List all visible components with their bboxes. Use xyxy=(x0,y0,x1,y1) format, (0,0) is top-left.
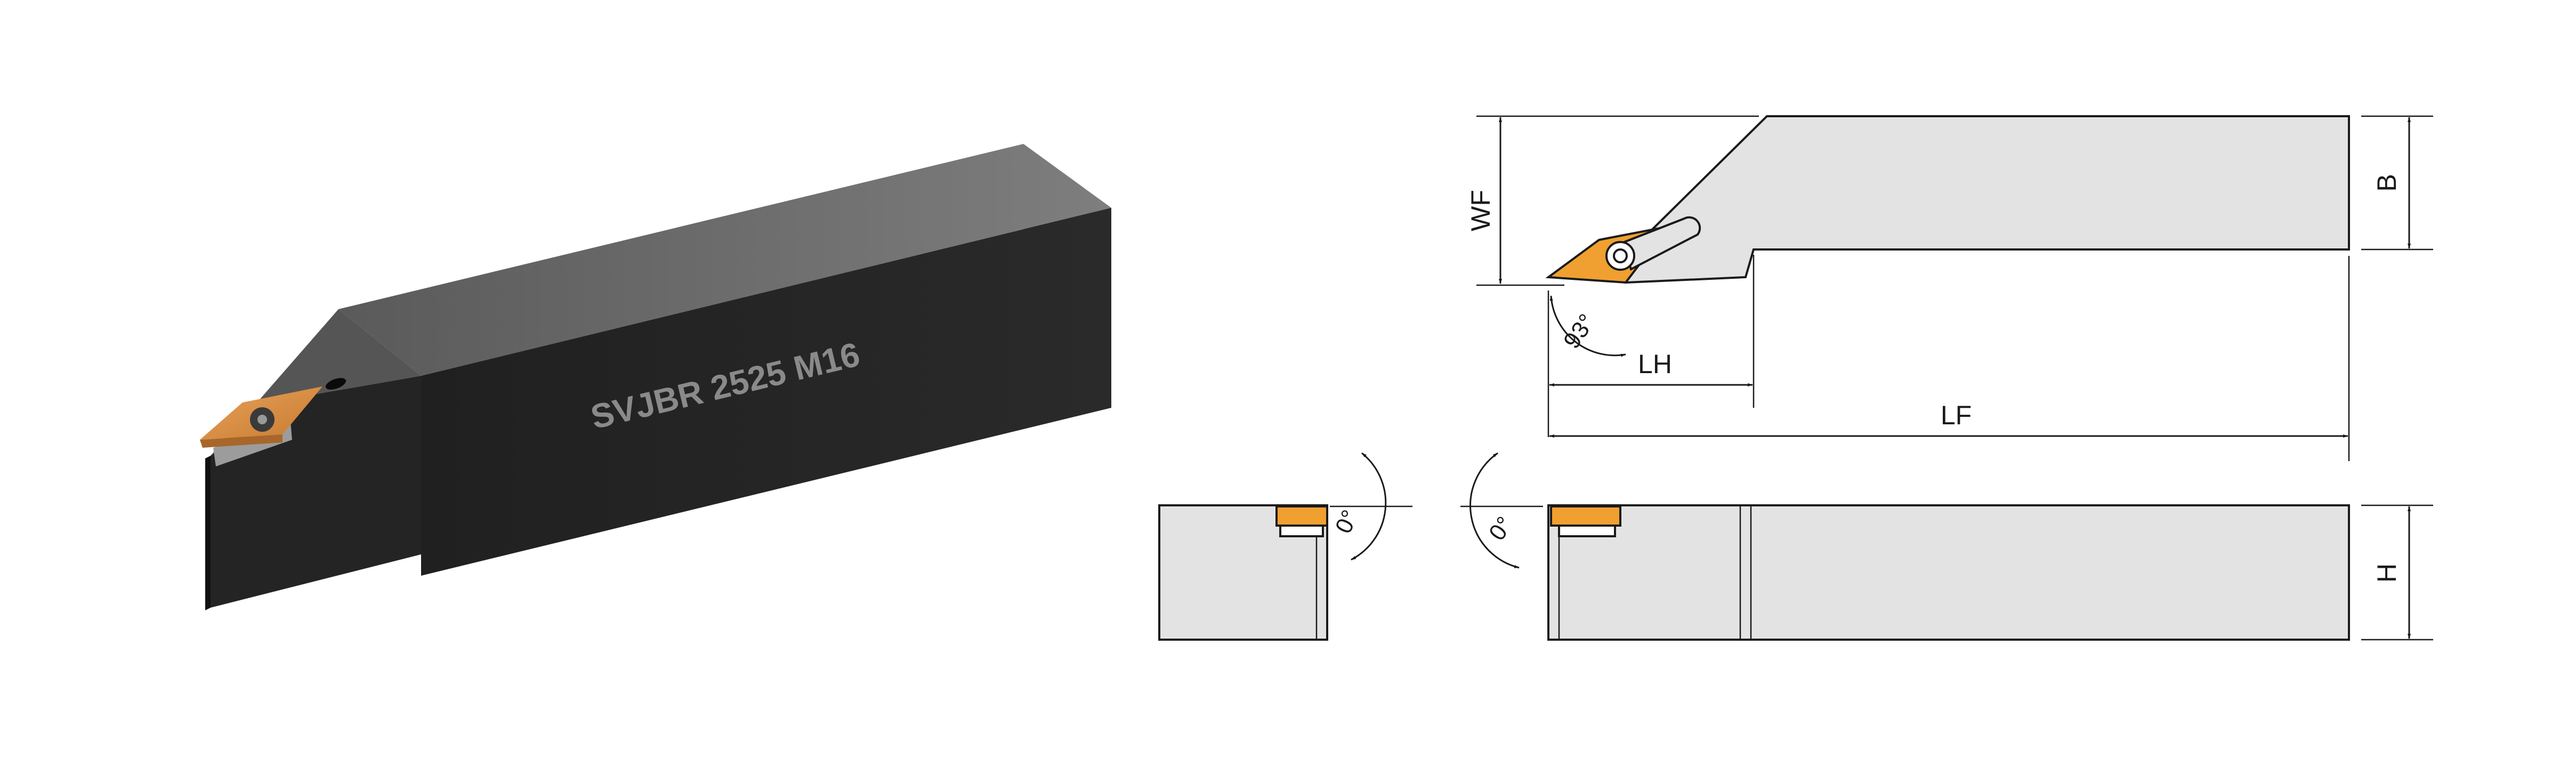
lf-label: LF xyxy=(1941,400,1972,430)
clamp-arm xyxy=(1621,216,1701,271)
side-view-angle-arc xyxy=(1469,452,1520,569)
top-view-labels: WF B LH LF 93° xyxy=(1466,174,2402,430)
top-view-body xyxy=(1596,115,2350,284)
wf-label: WF xyxy=(1466,190,1496,231)
approach-angle-arc xyxy=(1549,295,1626,357)
h-label: H xyxy=(2372,563,2402,583)
holder-front-face xyxy=(421,208,1111,576)
holder-head-side xyxy=(205,456,211,610)
side-view-drawing xyxy=(1460,452,2433,641)
top-view-screw-hex xyxy=(1613,248,1628,263)
insert-screw-head xyxy=(257,415,267,424)
insert-render-edge xyxy=(200,434,282,448)
b-label: B xyxy=(2372,174,2402,191)
side-view-angle-label: 0° xyxy=(1484,512,1518,545)
lh-label: LH xyxy=(1638,349,1672,379)
end-view-drawing xyxy=(1158,452,1412,641)
end-view-insert xyxy=(1275,505,1328,527)
end-view-angle-label: 0° xyxy=(1330,506,1363,537)
top-view-drawing xyxy=(1476,115,2433,461)
side-view-insert xyxy=(1550,505,1621,527)
end-view-angle-arc xyxy=(1351,452,1387,561)
tool-holder-render: SVJBR 2525 M16 xyxy=(200,144,1111,610)
end-view-seat xyxy=(1279,525,1324,537)
holder-top-face xyxy=(338,144,1111,376)
side-view-body xyxy=(1547,504,2350,641)
clamp-slot xyxy=(325,378,346,390)
approach-angle-label: 93° xyxy=(1558,309,1600,353)
side-view-seat xyxy=(1558,525,1616,537)
